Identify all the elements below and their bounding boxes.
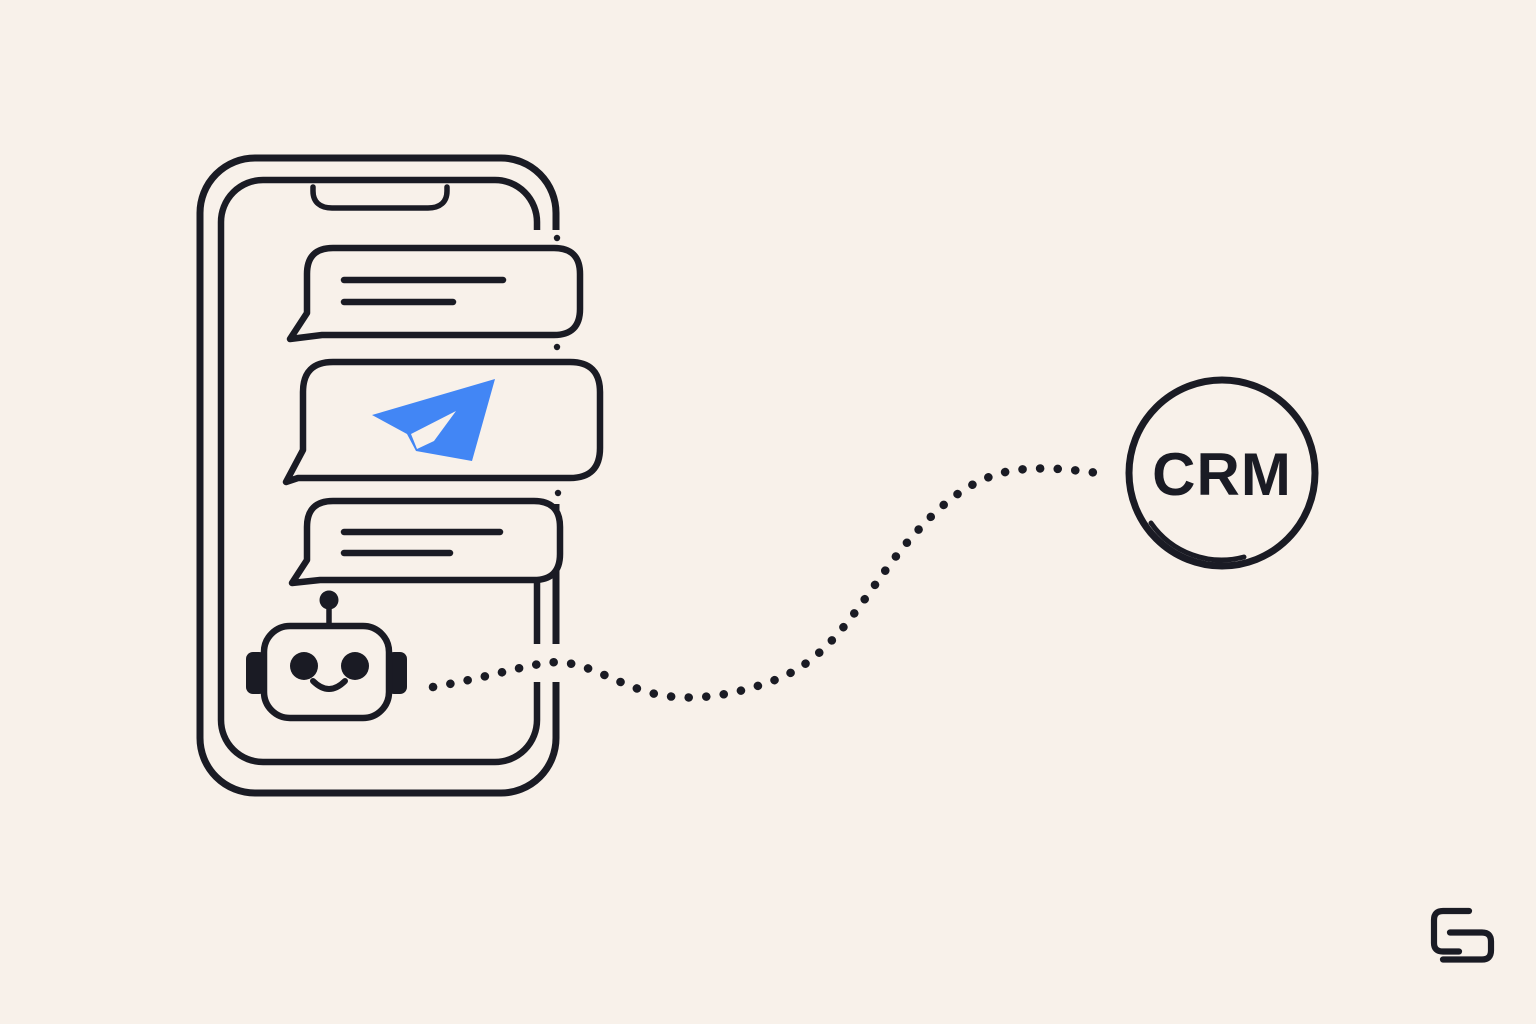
border-dot (553, 234, 561, 242)
crm-circle-outline (1125, 376, 1319, 570)
crm-label: CRM (1152, 441, 1292, 508)
robot-head (260, 622, 393, 722)
logo-g-lower (1439, 929, 1495, 963)
robot-antenna-ball (319, 590, 339, 610)
border-dot (554, 489, 562, 497)
gg-monogram-logo-icon (1430, 907, 1495, 963)
robot-icon (246, 590, 407, 722)
chat-bubble-2 (282, 358, 604, 486)
chat-bubble-1 (286, 244, 584, 343)
robot-left-eye (290, 652, 318, 680)
robot-right-eye (341, 652, 369, 680)
telegram-plane-notch (411, 411, 456, 449)
chat-bubble-3-shape (288, 497, 564, 587)
chat-bubble-1-shape (286, 244, 584, 343)
chat-bubble-3 (288, 497, 564, 587)
border-dot (553, 343, 561, 351)
telegram-plane-body (372, 379, 495, 461)
telegram-plane-icon (372, 379, 495, 461)
robot-smile (310, 678, 348, 692)
crm-circle-inner-arc (1148, 520, 1247, 563)
phone-notch (310, 184, 450, 211)
crm-circle: CRM (1125, 376, 1319, 570)
logo-g-upper (1430, 907, 1473, 955)
